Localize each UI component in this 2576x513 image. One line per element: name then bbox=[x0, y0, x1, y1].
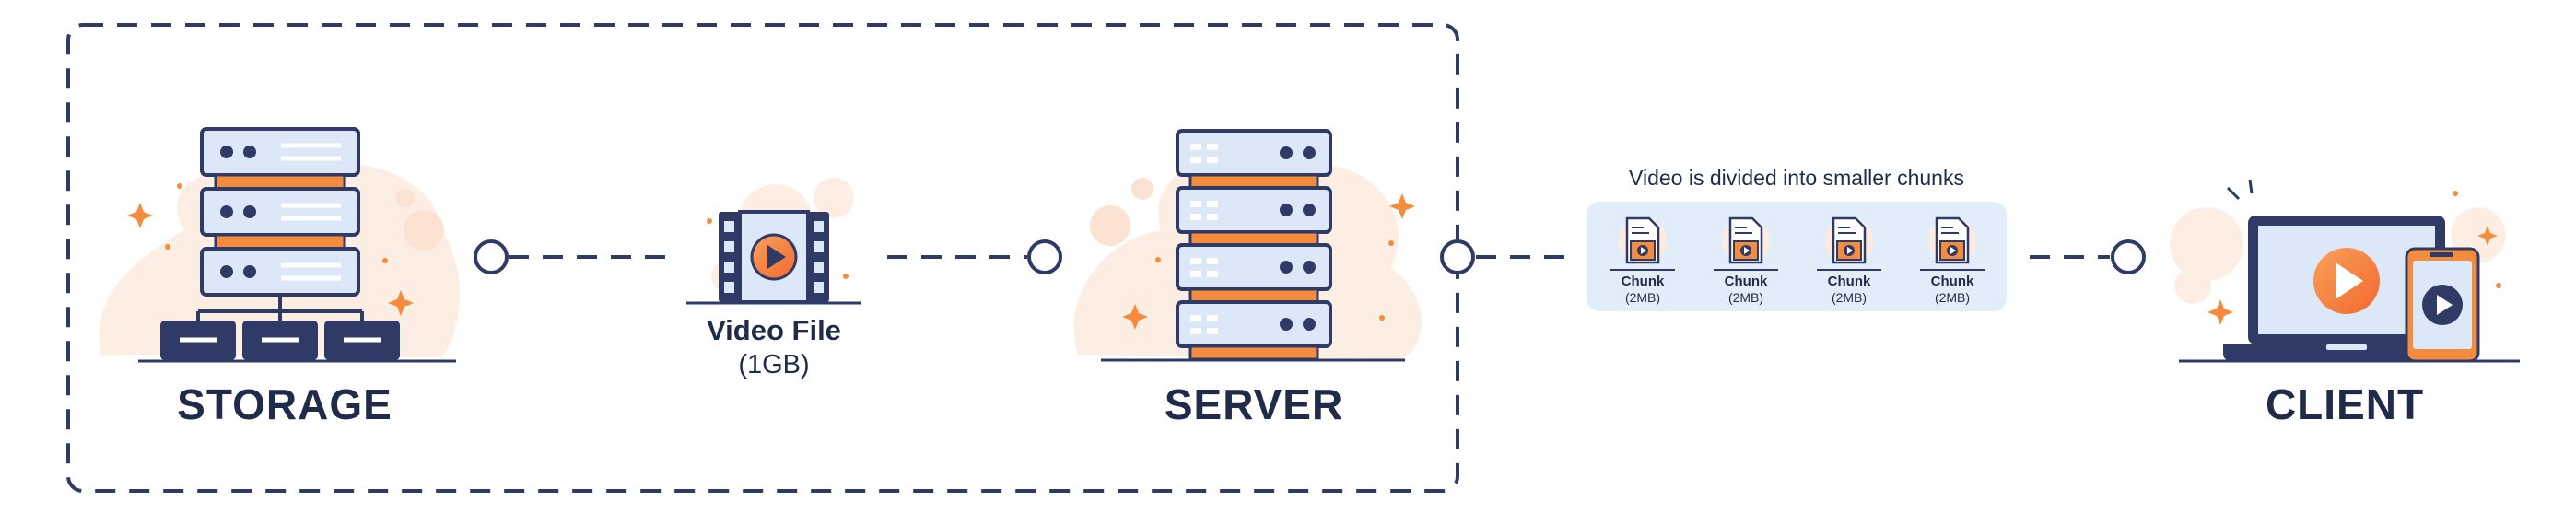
storage-label: STORAGE bbox=[177, 380, 392, 428]
chunk-size-2: (2MB) bbox=[1727, 290, 1764, 305]
phone-icon bbox=[2405, 247, 2480, 363]
sparkle-icon bbox=[1122, 304, 1148, 330]
video-file-size: (1GB) bbox=[738, 350, 810, 379]
server-rack-icon bbox=[1073, 129, 1423, 362]
sparkle-icon bbox=[127, 203, 153, 228]
chunk-name-2: Chunk bbox=[1724, 274, 1768, 289]
sparkle-icon bbox=[2477, 226, 2498, 246]
video-file-title: Video File bbox=[707, 314, 841, 346]
chunk-name-1: Chunk bbox=[1621, 274, 1665, 289]
document-icon bbox=[1610, 216, 1985, 271]
client-label: CLIENT bbox=[2265, 380, 2425, 428]
sparkle-icon bbox=[388, 290, 414, 316]
chunks-title: Video is divided into smaller chunks bbox=[1629, 166, 1964, 190]
chunks-panel bbox=[1587, 202, 2007, 311]
chunk-size-1: (2MB) bbox=[1624, 290, 1661, 305]
sparkle-icon bbox=[2207, 299, 2233, 325]
chunk-name-4: Chunk bbox=[1930, 274, 1974, 289]
chunk-size-4: (2MB) bbox=[1934, 290, 1971, 305]
server-label: SERVER bbox=[1164, 380, 1344, 428]
system-boundary bbox=[66, 23, 1459, 493]
chunk-name-3: Chunk bbox=[1827, 274, 1871, 289]
film-strip-icon bbox=[686, 178, 861, 305]
sparkle-icon bbox=[1389, 193, 1415, 219]
chunk-size-3: (2MB) bbox=[1831, 290, 1868, 305]
storage-icon bbox=[99, 127, 460, 363]
